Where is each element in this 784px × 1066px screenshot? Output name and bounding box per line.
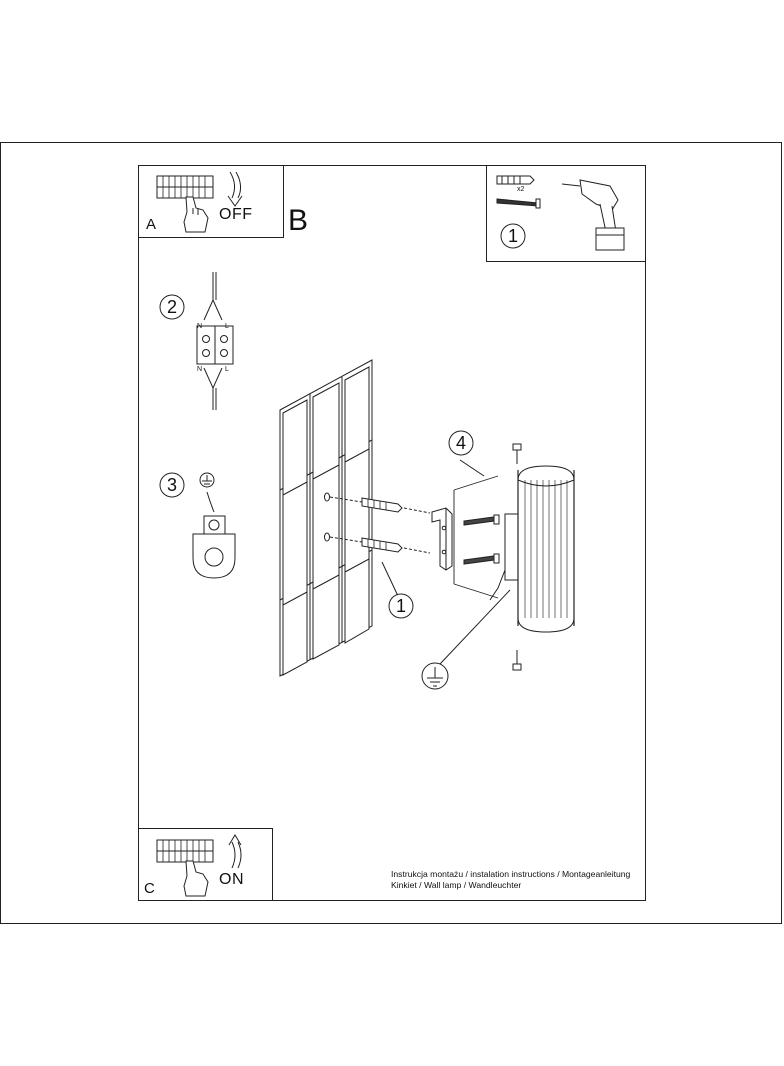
outer-frame: [0, 142, 782, 924]
fuse-box-icon: [156, 839, 214, 863]
callout-ground-terminal: 3: [166, 475, 177, 495]
off-label: OFF: [219, 206, 253, 223]
ground-wire: [381, 459, 511, 665]
wall-lamp-icon: [504, 465, 575, 633]
callout-circle-plugs: [388, 593, 414, 619]
callout-wiring: 2: [166, 297, 177, 317]
hand-icon: [183, 860, 209, 897]
wall-plug-icon: [324, 492, 431, 554]
ground-terminal-icon: [192, 515, 236, 579]
arrow-icon: [227, 171, 243, 207]
footer-line-2: Kinkiet / Wall lamp / Wandleuchter: [391, 880, 522, 890]
screw-icon: [463, 514, 500, 565]
wall-tiles: [279, 359, 373, 677]
callout-bracket: 4: [455, 433, 466, 453]
step-a-letter: A: [146, 216, 157, 233]
callout-circle-bracket: [448, 430, 474, 456]
ground-symbol-icon: [421, 662, 449, 690]
live-label-bottom: L: [225, 366, 229, 373]
hand-icon: [183, 196, 209, 233]
terminal-block-icon: [196, 272, 234, 410]
neutral-label-top: N: [197, 323, 203, 330]
mounting-bracket-icon: [431, 507, 453, 571]
callout-wall-plugs: 1: [395, 596, 406, 616]
arrow-icon: [228, 834, 242, 869]
on-label: ON: [219, 871, 244, 888]
footer-line-1: Instrukcja montażu / instalation instruc…: [391, 869, 631, 879]
step-c-letter: C: [144, 880, 155, 897]
multiplier-label: x2: [517, 186, 525, 193]
screw-icon: [512, 443, 522, 671]
screw-icon: [496, 198, 541, 209]
wall-plug-icon: [496, 175, 535, 185]
callout-circle-ground: [159, 472, 185, 498]
footer-caption: Instrukcja montażu / instalation instruc…: [391, 869, 630, 891]
live-label-top: L: [225, 323, 229, 330]
callout-tools: 1: [507, 226, 518, 246]
step-b-letter: B: [288, 204, 309, 237]
step-a-panel: [138, 165, 284, 238]
neutral-label-bottom: N: [197, 366, 203, 373]
page-border: [138, 165, 646, 901]
callout-circle-wiring: [159, 294, 185, 320]
fuse-box-icon: [156, 175, 214, 199]
drill-icon: [561, 179, 625, 251]
bracket-outline: [453, 475, 499, 599]
callout-circle-tools: [500, 223, 526, 249]
ground-symbol-icon: [199, 472, 215, 513]
